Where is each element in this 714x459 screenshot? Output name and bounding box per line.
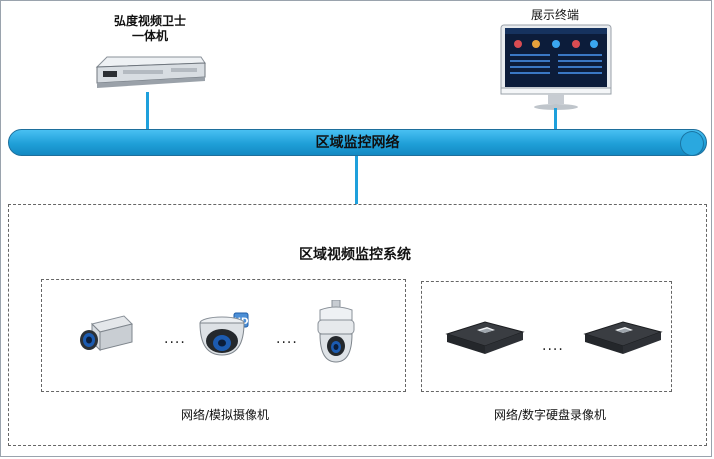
box-camera-icon [80,315,133,352]
server-label: 弘度视频卫士 一体机 [113,14,186,43]
camera-group-box [41,279,406,392]
system-container [8,204,707,446]
server-link [146,92,149,130]
dome-camera-icon: HD [199,312,249,356]
monitor-icon [500,24,612,110]
nvr-icon-1 [445,321,525,354]
recorder-group-box [421,281,672,392]
recorder-dots: .... [542,338,564,354]
ptz-camera-icon [317,300,355,363]
server-icon [95,56,206,88]
system-title: 区域视频监控系统 [299,247,411,263]
network-pipe: 区域监控网络 [8,129,707,156]
camera-dots-2: .... [276,331,298,347]
terminal-link [554,108,557,130]
system-link [355,156,358,204]
recorder-group-caption: 网络/数字硬盘录像机 [493,408,607,422]
nvr-icon-2 [583,321,663,354]
network-label: 区域监控网络 [315,135,400,151]
pipe-end-cap [680,131,704,156]
camera-dots-1: .... [164,331,186,347]
terminal-label: 展示终端 [530,8,579,22]
camera-group-caption: 网络/模拟摄像机 [180,408,270,422]
